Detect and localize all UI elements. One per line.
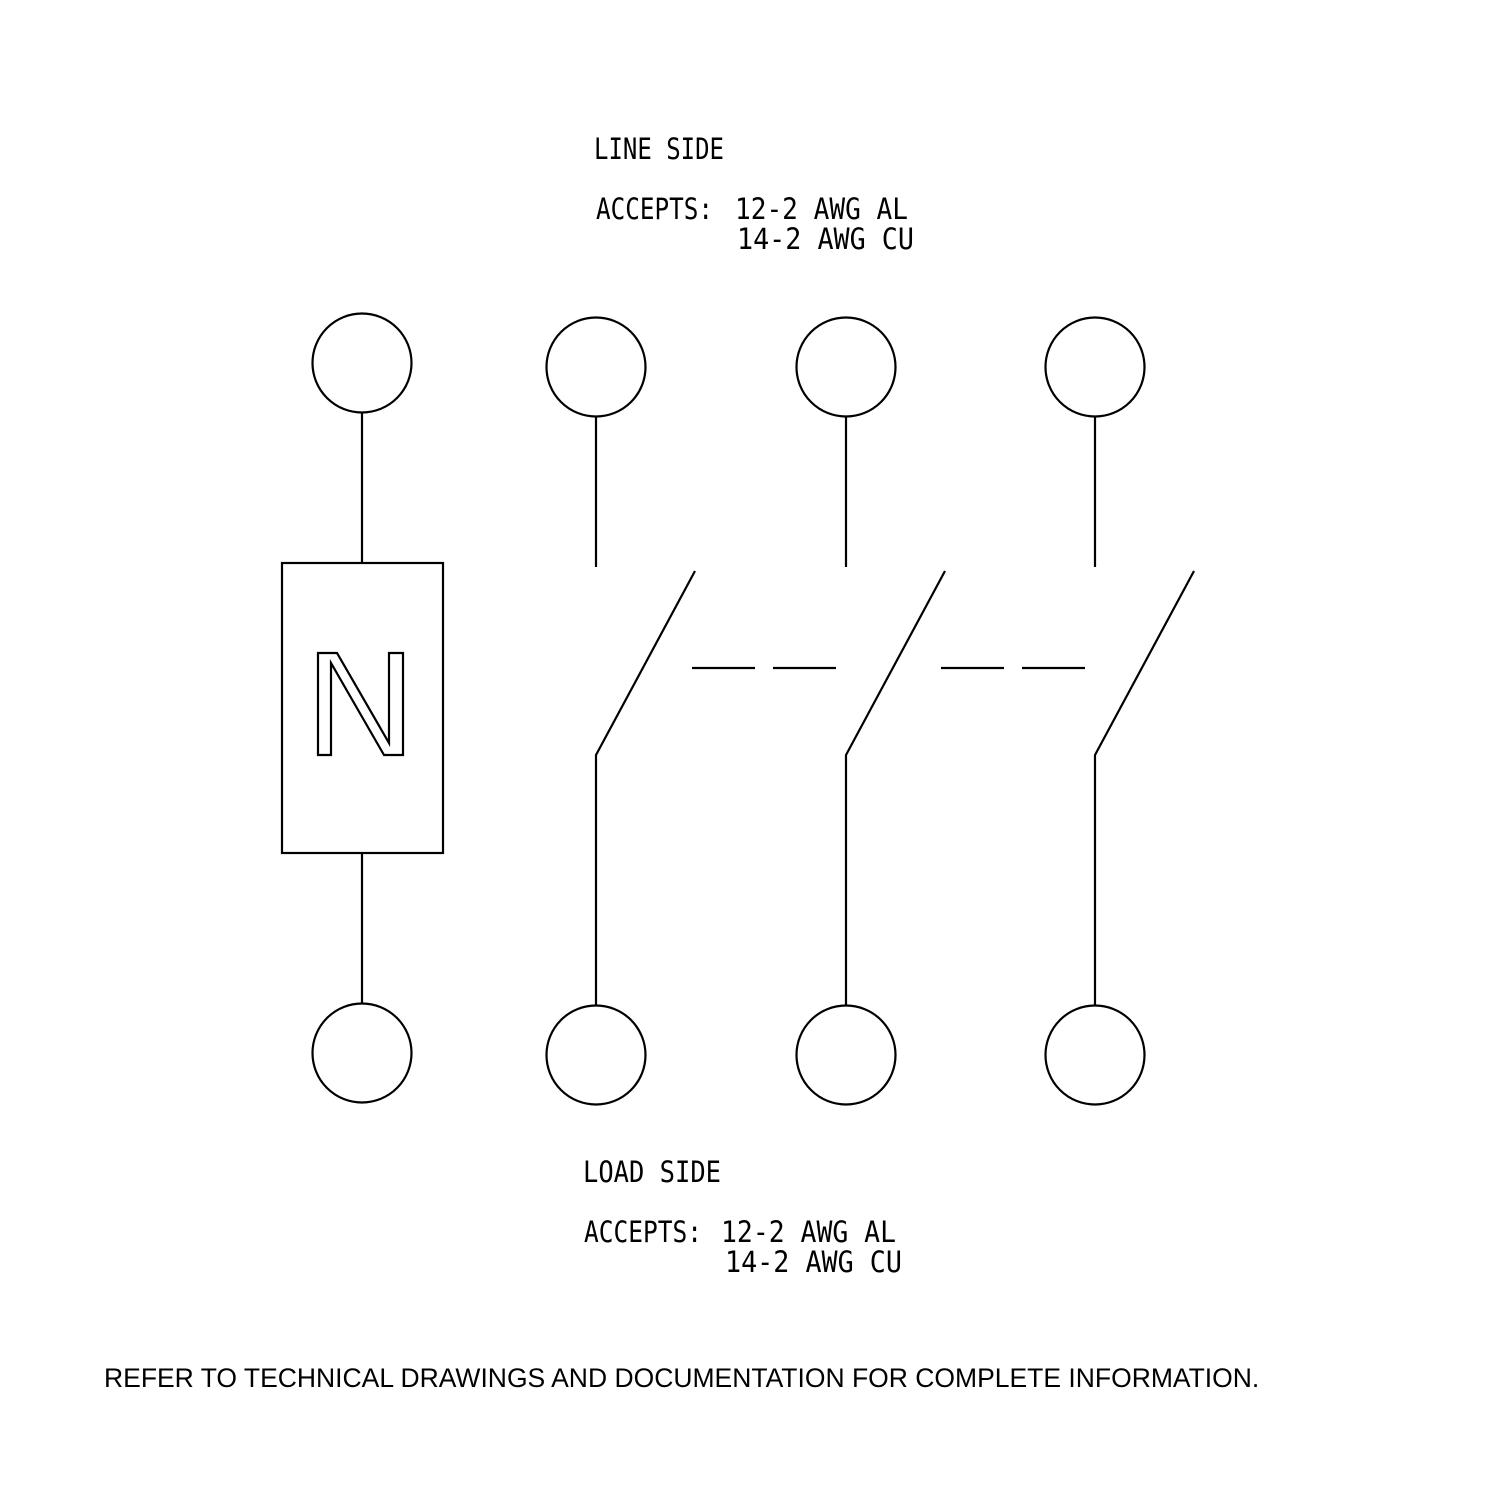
line-terminal-pole-1	[545, 316, 647, 418]
load-terminal-pole-2	[795, 1004, 897, 1106]
line-terminal-pole-2	[795, 316, 897, 418]
load-side-accepts-label: ACCEPTS:	[584, 1215, 702, 1249]
pole-2-switch-blade	[844, 570, 946, 1005]
load-side-accepts-al: 12-2 AWG AL	[721, 1215, 896, 1249]
line-side-accepts-cu: 14-2 AWG CU	[737, 222, 914, 256]
load-terminal-neutral	[311, 1002, 413, 1104]
load-side-title: LOAD SIDE	[583, 1155, 721, 1189]
line-terminal-neutral	[311, 312, 413, 414]
load-side-accepts-cu: 14-2 AWG CU	[725, 1245, 902, 1279]
line-side-title: LINE SIDE	[594, 132, 724, 166]
neutral-box	[280, 561, 445, 855]
line-side-accepts-al: 12-2 AWG AL	[735, 192, 908, 226]
footer-note: REFER TO TECHNICAL DRAWINGS AND DOCUMENT…	[104, 1363, 1260, 1393]
line-side-accepts-label: ACCEPTS:	[596, 192, 713, 226]
load-terminal-pole-1	[545, 1004, 647, 1106]
load-terminal-pole-3	[1044, 1004, 1146, 1106]
pole-1-switch-blade	[594, 570, 696, 1005]
line-terminal-pole-3	[1044, 316, 1146, 418]
neutral-label: N	[0, 0, 1, 1]
pole-3-switch-blade	[1093, 570, 1195, 1005]
neutral-n-icon	[316, 651, 405, 757]
